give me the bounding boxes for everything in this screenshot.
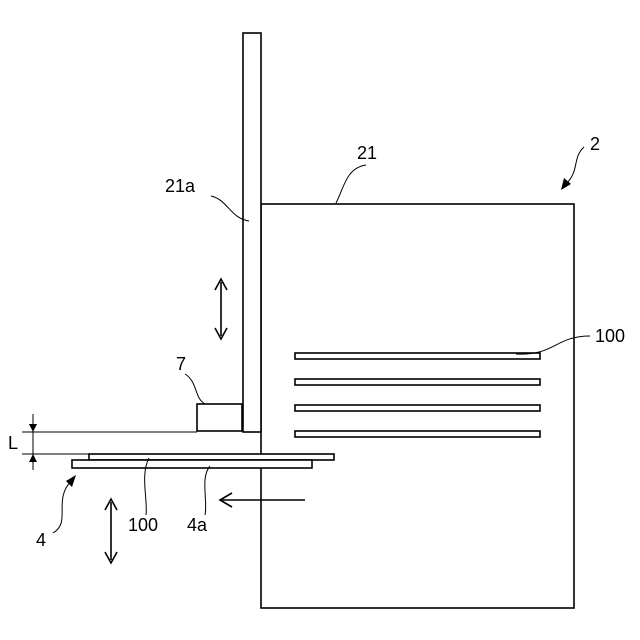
hand-motion-arrow-icon bbox=[105, 499, 117, 563]
label-gap: L bbox=[8, 433, 18, 453]
leader-wall bbox=[336, 165, 366, 203]
leader-hand bbox=[53, 480, 72, 533]
label-wafers: 100 bbox=[595, 326, 625, 346]
label-sensor: 7 bbox=[176, 354, 186, 374]
wafer-slot-1 bbox=[295, 353, 540, 359]
label-wafer-on-hand: 100 bbox=[128, 515, 158, 535]
robot-hand-plate bbox=[72, 460, 312, 468]
leader-hand-surface bbox=[205, 466, 210, 515]
wafer-slot-2 bbox=[295, 379, 540, 385]
label-hand-surface: 4a bbox=[187, 515, 208, 535]
door-motion-arrow-icon bbox=[215, 279, 227, 339]
door-panel bbox=[243, 33, 261, 432]
sensor-block bbox=[197, 404, 242, 431]
leader-housing bbox=[566, 147, 584, 184]
label-door: 21a bbox=[165, 176, 196, 196]
wafer-on-hand bbox=[89, 454, 334, 460]
label-housing-wall: 21 bbox=[357, 143, 377, 163]
label-housing: 2 bbox=[590, 134, 600, 154]
wafer-slot-3 bbox=[295, 405, 540, 411]
wafer-slot-4 bbox=[295, 431, 540, 437]
label-hand: 4 bbox=[36, 530, 46, 550]
leader-sensor bbox=[185, 374, 205, 404]
